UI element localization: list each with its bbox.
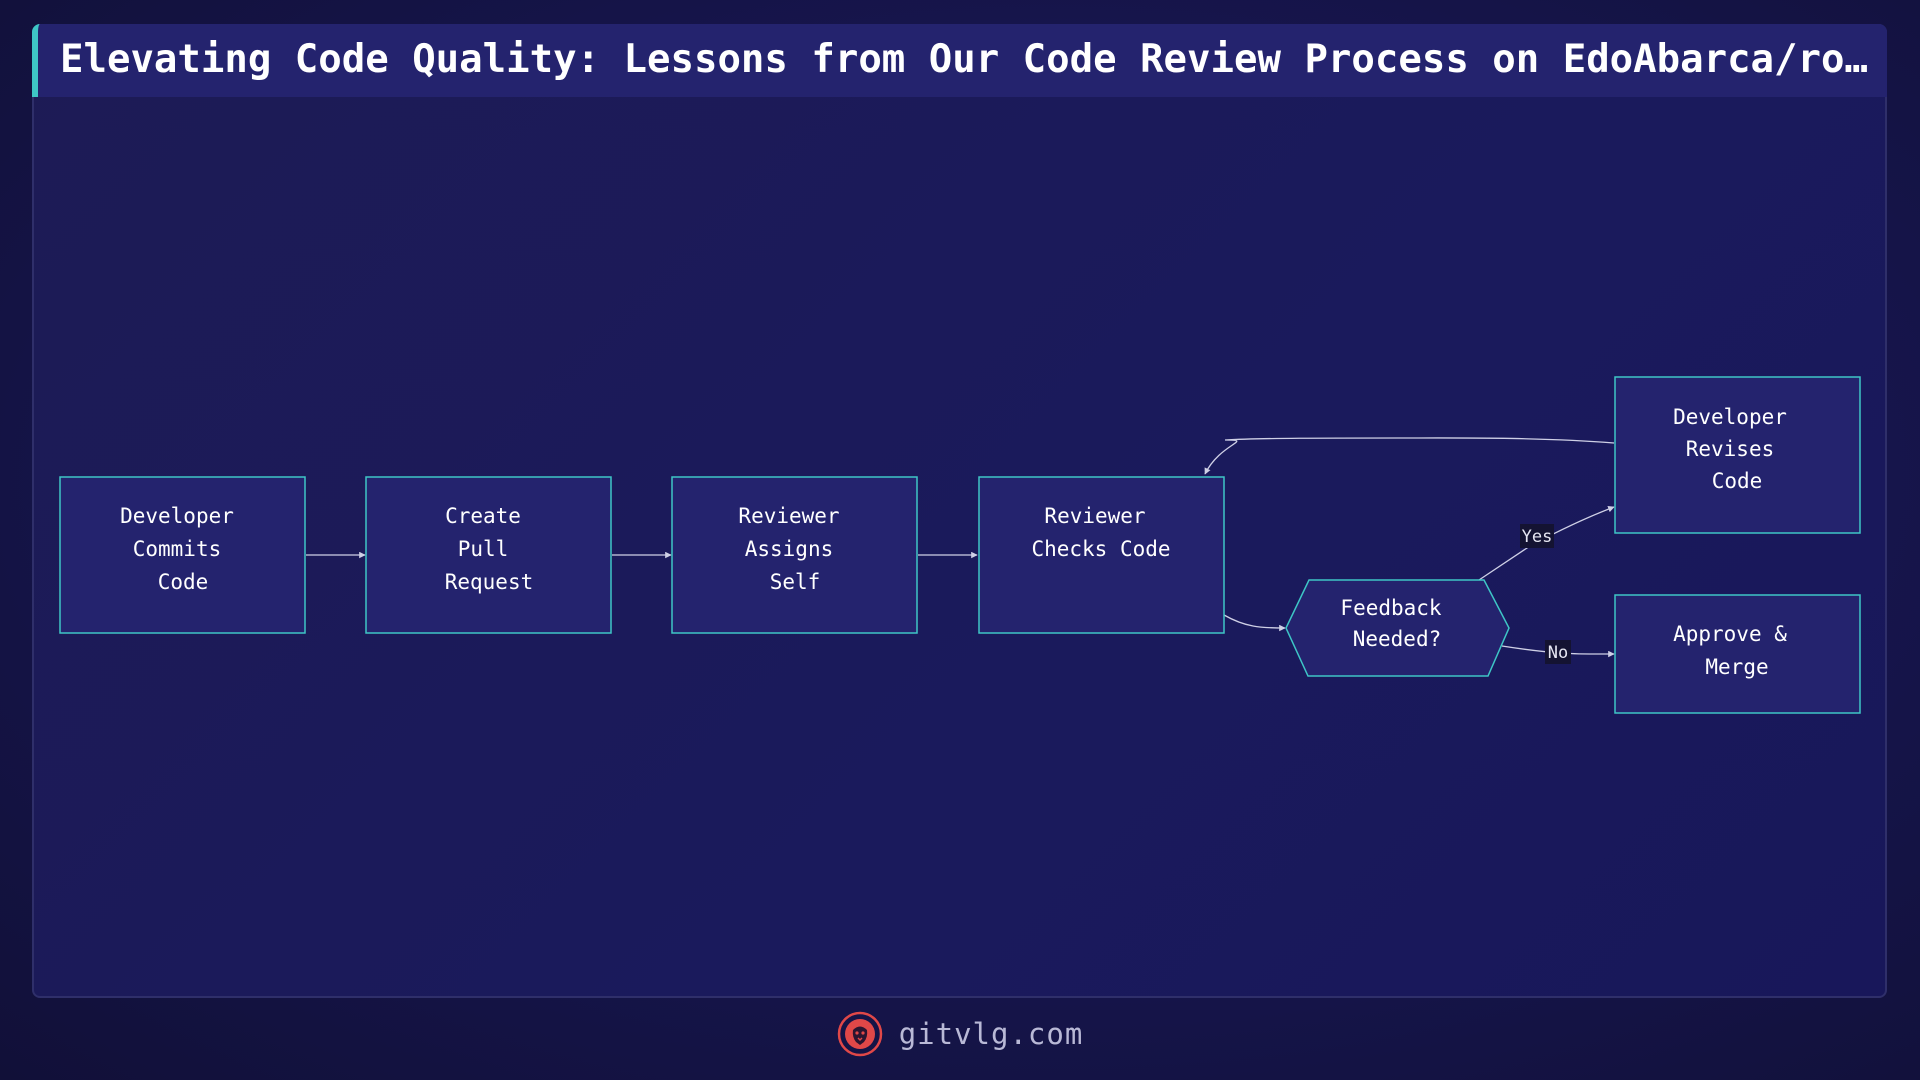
edge-check-to-decision	[1223, 614, 1286, 632]
node-developer-commits-code: Developer Commits Code	[59, 476, 306, 634]
svg-text:Reviewer: Reviewer	[1044, 504, 1145, 528]
node-reviewer-assigns-self: Reviewer Assigns Self	[671, 476, 918, 634]
node-developer-revises-code: Developer Revises Code	[1614, 376, 1861, 534]
node-reviewer-checks-code: Reviewer Checks Code	[978, 476, 1225, 634]
node-approve-and-merge: Approve & Merge	[1614, 594, 1861, 714]
svg-text:Revises: Revises	[1686, 437, 1775, 461]
svg-text:Code: Code	[158, 570, 209, 594]
svg-text:Merge: Merge	[1705, 655, 1768, 679]
svg-text:Feedback: Feedback	[1340, 596, 1442, 620]
svg-text:Commits: Commits	[133, 537, 222, 561]
svg-text:Yes: Yes	[1522, 527, 1553, 547]
svg-text:Pull: Pull	[458, 537, 509, 561]
diagram-panel	[32, 24, 1887, 998]
svg-text:Needed?: Needed?	[1353, 627, 1442, 651]
footer-site-link[interactable]: gitvlg.com	[898, 1017, 1084, 1051]
svg-text:Developer: Developer	[120, 504, 234, 528]
svg-text:Request: Request	[445, 570, 534, 594]
lion-head-icon	[837, 1011, 882, 1057]
svg-text:Checks Code: Checks Code	[1031, 537, 1170, 561]
yes-label: Yes	[1520, 524, 1554, 548]
svg-text:Self: Self	[770, 570, 821, 594]
node-create-pull-request: Create Pull Request	[365, 476, 612, 634]
svg-text:Approve &: Approve &	[1673, 622, 1787, 646]
svg-text:Code: Code	[1712, 469, 1763, 493]
title-bar: Elevating Code Quality: Lessons from Our…	[32, 24, 1887, 97]
svg-text:No: No	[1548, 643, 1568, 663]
no-label: No	[1545, 640, 1571, 664]
edge-revise-to-check	[1204, 437, 1615, 475]
svg-text:Reviewer: Reviewer	[738, 504, 839, 528]
node-feedback-needed-decision: Feedback Needed?	[1285, 579, 1510, 677]
svg-text:Assigns: Assigns	[745, 537, 834, 561]
svg-text:Create: Create	[445, 504, 521, 528]
footer: gitvlg.com	[0, 1010, 1920, 1058]
svg-text:Developer: Developer	[1673, 405, 1787, 429]
